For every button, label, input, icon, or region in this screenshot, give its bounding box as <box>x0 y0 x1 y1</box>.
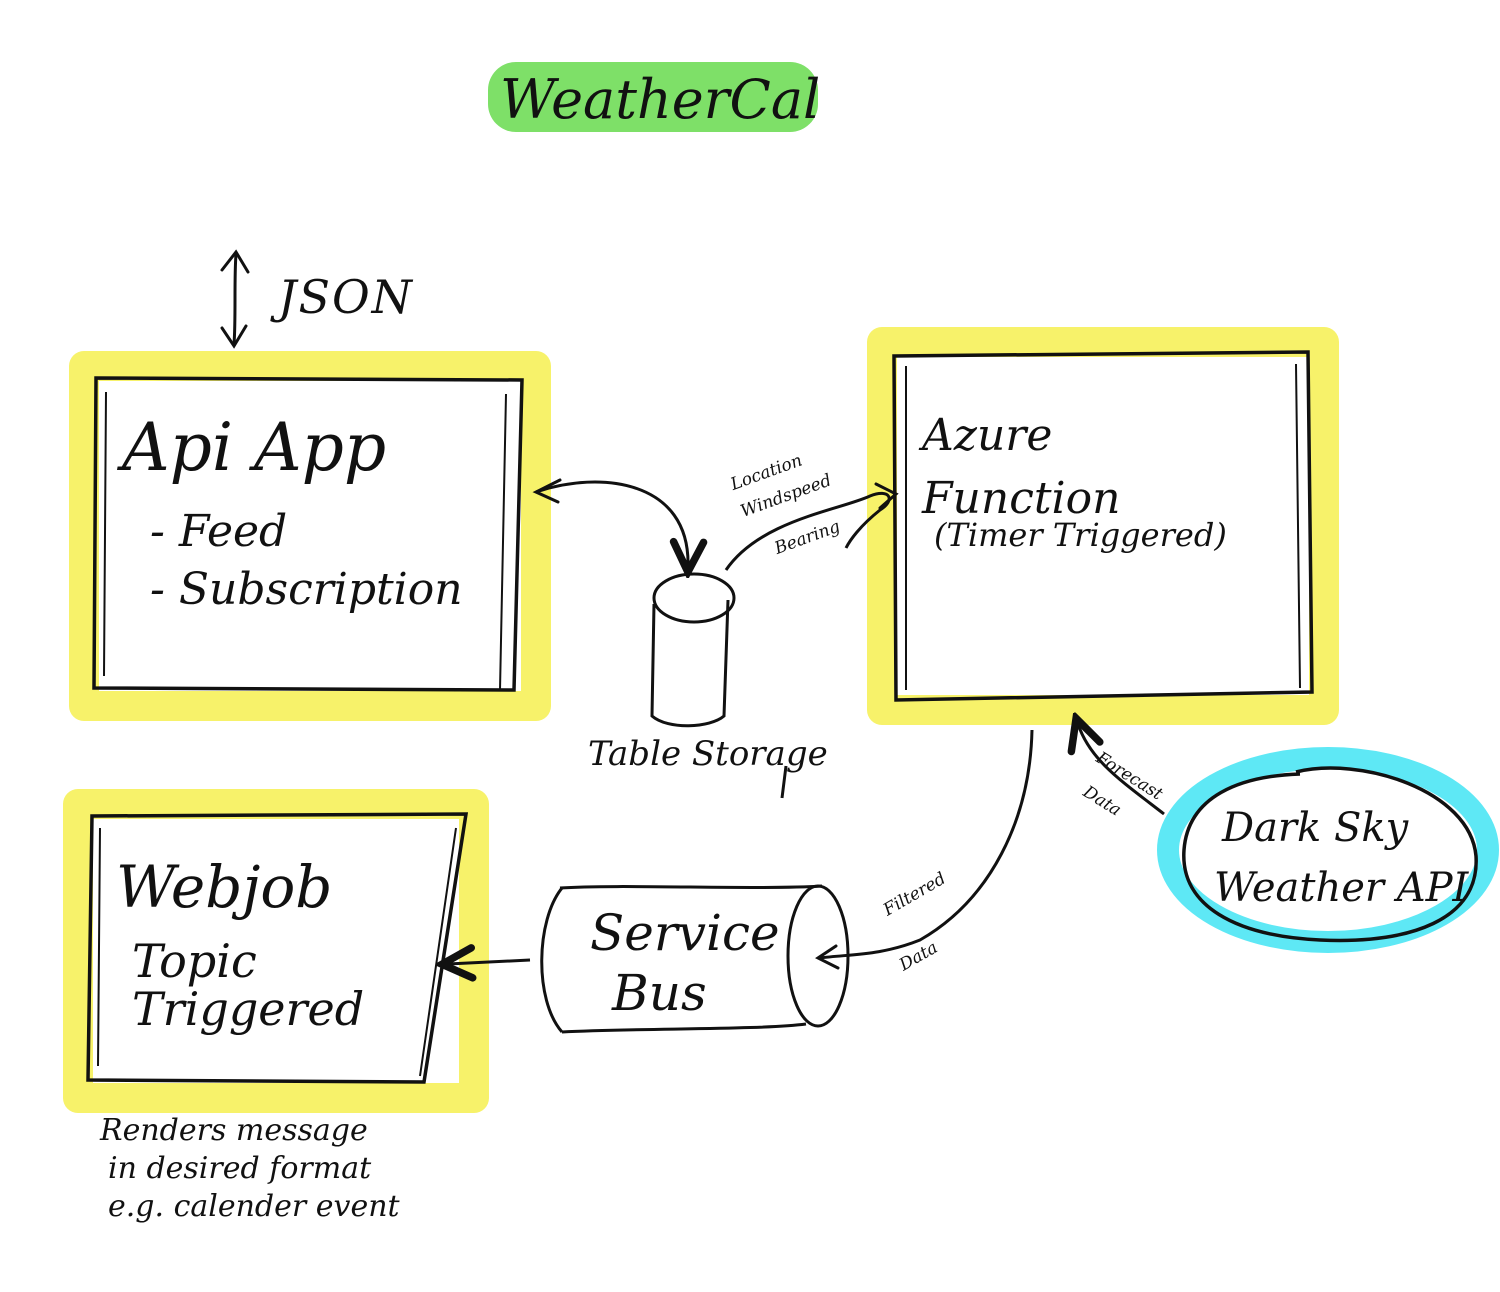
api-app-item-feed: - Feed <box>150 506 288 557</box>
api-app-item-subscription: - Subscription <box>150 564 463 615</box>
storage-function-arrowhead <box>874 482 899 510</box>
function-bus-arrowhead <box>815 944 840 970</box>
service-bus-line-1: Service <box>590 904 780 962</box>
dark-sky-line-1: Dark Sky <box>1222 805 1409 851</box>
api-app-title: Api App <box>122 409 387 486</box>
json-double-arrow <box>220 249 250 349</box>
api-app-box <box>69 351 551 721</box>
webjob-line-topic: Topic <box>132 934 257 988</box>
webjob-title: Webjob <box>116 853 333 921</box>
webjob-note-line-1: Renders message <box>100 1113 368 1148</box>
service-bus-line-2: Bus <box>612 964 707 1022</box>
dark-sky-cloud <box>1157 747 1499 953</box>
api-storage-arrow <box>535 480 688 566</box>
azure-function-box <box>867 327 1339 725</box>
table-storage-label: Table Storage <box>588 734 828 774</box>
title-highlight <box>488 62 818 132</box>
azure-function-line-3: (Timer Triggered) <box>934 516 1227 554</box>
darksky-function-arrow <box>1078 724 1165 816</box>
storage-function-arrow <box>724 491 891 571</box>
azure-function-line-2: Function <box>922 473 1121 524</box>
webjob-line-triggered: Triggered <box>132 982 365 1036</box>
webjob-note-line-2: in desired format <box>108 1151 372 1186</box>
dark-sky-line-2: Weather API <box>1214 865 1469 911</box>
azure-function-line-1: Azure <box>922 410 1053 461</box>
webjob-note-line-3: e.g. calender event <box>108 1189 400 1224</box>
diagram-title: WeatherCal <box>500 68 821 131</box>
service-bus-cylinder <box>540 884 850 1034</box>
bus-webjob-arrow <box>448 960 531 964</box>
json-label: JSON <box>278 270 414 324</box>
function-bus-arrow <box>819 729 1034 960</box>
api-storage-arrow-back <box>532 478 562 504</box>
